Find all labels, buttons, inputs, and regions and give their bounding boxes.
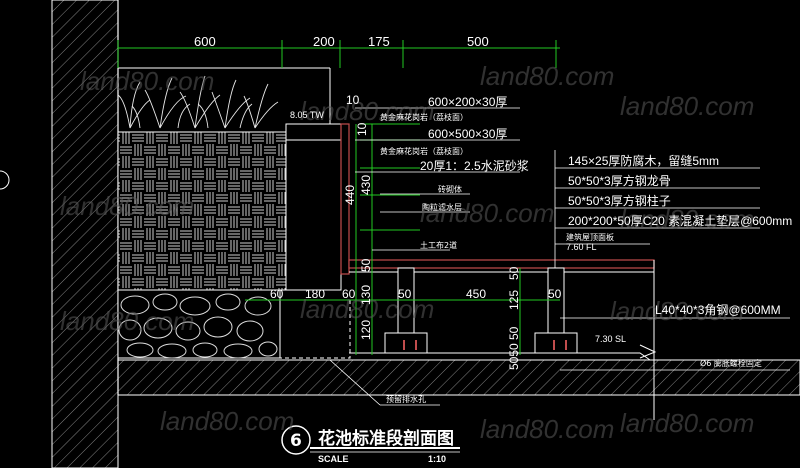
- dim-vert-125: 125: [507, 290, 521, 310]
- dim-top-500: 500: [467, 34, 489, 49]
- dim-vert-120: 120: [359, 320, 373, 340]
- dim-vert-430: 430: [359, 175, 373, 195]
- level-sl: 7.30 SL: [595, 334, 626, 344]
- dim-small-10-a: 10: [346, 93, 360, 107]
- label-angle-steel: L40*40*3角钢@600MM: [655, 303, 781, 317]
- label-joist: 50*50*3厚方钢龙骨: [568, 173, 671, 188]
- svg-text:land80.com: land80.com: [80, 66, 214, 96]
- dim-vert-50-right-bottom: 50: [507, 326, 521, 340]
- dim-top-600: 600: [194, 34, 216, 49]
- label-facing-size: 600×500×30厚: [428, 127, 507, 141]
- svg-text:land80.com: land80.com: [300, 96, 434, 126]
- label-post: 50*50*3厚方钢柱子: [568, 193, 671, 208]
- label-mortar: 20厚1：2.5水泥砂浆: [420, 158, 529, 173]
- dim-vert-50-right-top: 50: [507, 266, 521, 280]
- drawing-title: 花池标准段剖面图: [318, 428, 454, 449]
- svg-text:land80.com: land80.com: [610, 296, 744, 326]
- planter-box: [117, 67, 342, 359]
- title-number: 6: [290, 431, 302, 451]
- label-facing-material: 黄金麻花岗岩（荔枝面）: [380, 146, 468, 156]
- plant-icon: [117, 75, 279, 129]
- label-cap-size: 600×200×30厚: [428, 95, 507, 109]
- label-concrete-pad: 200*200*50厚C20 素混凝土垫层@600mm: [568, 213, 792, 228]
- dim-180: 180: [305, 287, 325, 301]
- dim-top-200: 200: [313, 34, 335, 49]
- svg-text:land80.com: land80.com: [60, 306, 194, 336]
- gravel-layer: [118, 293, 278, 359]
- svg-text:land80.com: land80.com: [420, 198, 554, 228]
- watermarks: land80.com land80.com land80.com land80.…: [60, 61, 754, 444]
- level-tw: 8.05 TW: [290, 110, 324, 120]
- dim-mid-50-left: 50: [398, 287, 412, 301]
- level-fl: 7.60 FL: [566, 242, 597, 252]
- svg-text:land80.com: land80.com: [480, 61, 614, 91]
- title-number-circle: [281, 425, 311, 455]
- dim-vert-50-left: 50: [359, 258, 373, 272]
- granite-cap: [285, 123, 349, 141]
- svg-text:land80.com: land80.com: [620, 204, 754, 234]
- leader-lines: [329, 107, 790, 406]
- dim-vert-440: 440: [343, 185, 357, 205]
- dim-vert-130: 130: [359, 285, 373, 305]
- dim-mid-450: 450: [466, 287, 486, 301]
- svg-text:land80.com: land80.com: [620, 91, 754, 121]
- dim-vert-5050: 5050: [507, 343, 521, 370]
- roof-slab: [117, 359, 800, 396]
- svg-text:land80.com: land80.com: [620, 408, 754, 438]
- label-brick: 砖砌体: [438, 184, 462, 194]
- dim-60-left: 60: [270, 287, 284, 301]
- granite-facing: [340, 123, 350, 275]
- label-roof-panel: 建筑屋顶面板: [566, 232, 614, 242]
- label-cap-material: 黄金麻花岗岩（荔枝面）: [380, 112, 468, 122]
- dim-small-10-b: 10: [355, 122, 369, 136]
- scale-value: 1:10: [428, 454, 446, 464]
- svg-text:land80.com: land80.com: [300, 294, 434, 324]
- label-anchor-bolt: Ø6 膨胀螺栓固定: [700, 358, 762, 368]
- scale-label: SCALE: [318, 454, 349, 464]
- dim-top-175: 175: [368, 34, 390, 49]
- label-drain-hole: 预留排水孔: [386, 394, 426, 404]
- label-geotextile: 土工布2道: [420, 240, 457, 250]
- label-decking: 145×25厚防腐木，留缝5mm: [568, 153, 719, 168]
- section-marker-icon: [0, 170, 10, 190]
- svg-text:land80.com: land80.com: [160, 406, 294, 436]
- dim-mid-50-right: 50: [548, 287, 562, 301]
- svg-text:land80.com: land80.com: [480, 414, 614, 444]
- svg-text:land80.com: land80.com: [60, 191, 194, 221]
- dim-60-right: 60: [342, 287, 356, 301]
- label-filter-layer: 陶粒滤水层: [422, 202, 462, 212]
